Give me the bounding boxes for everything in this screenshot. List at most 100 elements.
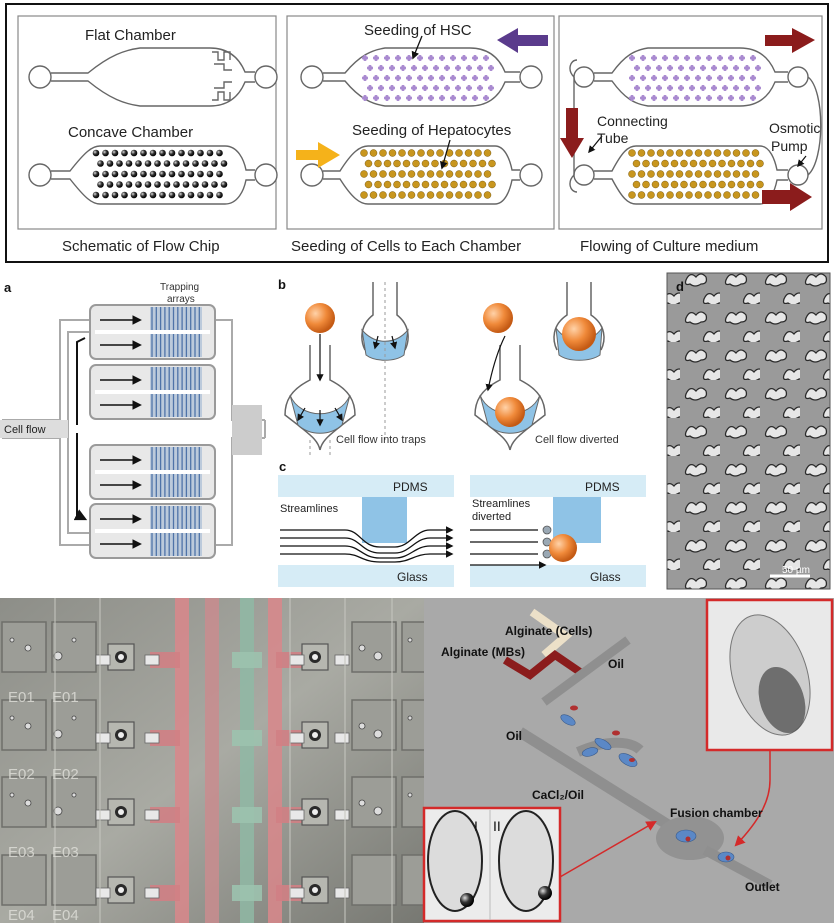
hsc-cell: [679, 85, 683, 91]
hepatocyte-cell: [388, 191, 397, 199]
hepatocyte-cell: [450, 159, 458, 168]
hsc-cell: [707, 75, 711, 81]
hepatocyte-cell: [431, 159, 439, 168]
hsc-cell: [701, 85, 705, 91]
concave-well: [216, 149, 223, 157]
hsc-cell: [707, 55, 711, 61]
hsc-cell: [729, 95, 733, 101]
panel-b-letter: b: [278, 277, 286, 292]
concave-well: [178, 170, 185, 178]
hsc-cell: [390, 65, 394, 71]
hsc-cell: [440, 75, 444, 81]
hsc-cell: [718, 75, 722, 81]
well-id-label: E04: [8, 907, 35, 923]
hsc-cell: [723, 65, 727, 71]
hepatocyte-cell: [632, 159, 641, 168]
hepatocyte-cell: [364, 180, 373, 189]
hsc-cell: [451, 95, 455, 101]
hepatocyte-cell: [732, 149, 741, 157]
hepatocyte-cell: [455, 149, 463, 157]
hepatocyte-cell: [488, 180, 496, 189]
hsc-cell: [663, 75, 667, 81]
hepatocyte-cell: [398, 191, 406, 199]
hsc-cell: [740, 95, 744, 101]
hepatocyte-cell: [440, 180, 449, 189]
connecting-label: Connecting: [597, 113, 668, 129]
pdms-label-left: PDMS: [393, 480, 428, 494]
hsc-cell: [407, 75, 411, 81]
hepatocyte-cell: [478, 180, 487, 189]
hepatocyte-cell: [675, 170, 684, 178]
hsc-cell: [663, 55, 667, 61]
hsc-cell: [751, 75, 755, 81]
hepatocyte-cell: [374, 159, 382, 168]
hepatocyte-cell: [704, 170, 712, 178]
concave-well: [211, 160, 218, 167]
cell-flow-traps-label: Cell flow into traps: [336, 434, 426, 446]
hsc-cell: [473, 75, 477, 81]
concave-well: [201, 181, 209, 188]
hsc-cell: [440, 95, 444, 101]
hsc-cell: [685, 55, 689, 61]
hsc-cell: [729, 75, 733, 81]
streamlines-label-left: Streamlines: [280, 503, 339, 515]
hepatocyte-cell: [670, 180, 679, 189]
hepatocyte-cell: [751, 149, 760, 157]
hepatocyte-cell: [737, 180, 745, 189]
hsc-cell: [674, 75, 678, 81]
concave-well: [140, 149, 147, 157]
hepatocyte-cell: [407, 191, 416, 199]
hepatocyte-cell: [666, 149, 674, 157]
hsc-cell: [745, 85, 749, 91]
concave-well: [144, 181, 152, 188]
hepatocyte-cell: [694, 149, 703, 157]
hepatocyte-cell: [723, 191, 731, 199]
hsc-cell: [740, 55, 744, 61]
inset-label-i: I: [474, 818, 478, 834]
hsc-cell: [484, 95, 488, 101]
hsc-cell: [418, 95, 422, 101]
hepatocyte-cell: [675, 191, 684, 199]
hsc-cell: [418, 75, 422, 81]
hepatocyte-cell: [742, 149, 750, 157]
hsc-cell: [385, 75, 389, 81]
concave-well: [154, 181, 161, 188]
hepatocyte-cell: [746, 180, 755, 189]
hepatocyte-cell: [483, 149, 492, 157]
hsc-cell: [390, 85, 394, 91]
concave-well: [192, 181, 199, 188]
hsc-cell: [473, 55, 477, 61]
hepatocyte-cell: [436, 170, 444, 178]
panel-b: b Cell: [278, 277, 619, 455]
hepatocyte-cell: [360, 191, 368, 199]
hsc-cell: [685, 95, 689, 101]
hepatocyte-cell: [628, 170, 636, 178]
concave-well: [159, 149, 166, 157]
hsc-cell: [652, 95, 656, 101]
hepatocyte-cell: [402, 180, 411, 189]
hsc-cell: [385, 95, 389, 101]
hepatocyte-cell: [685, 170, 693, 178]
hepatocyte-cell: [647, 149, 655, 157]
hsc-chamber: [300, 47, 543, 107]
hsc-cell: [690, 85, 694, 91]
alginate-mbs-label: Alginate (MBs): [441, 645, 525, 659]
trapping-label: Trapping: [160, 282, 199, 293]
hsc-cell: [401, 65, 405, 71]
scale-bar-label: 50 µm: [782, 565, 810, 576]
hepatocyte-cell: [393, 180, 401, 189]
hepatocyte-cell: [651, 159, 660, 168]
hepatocyte-cell: [455, 170, 463, 178]
concave-well: [92, 149, 100, 157]
hepatocyte-arrow-icon: [296, 142, 340, 168]
hsc-cell: [456, 85, 460, 91]
hsc-cell: [712, 65, 716, 71]
concave-well: [106, 181, 114, 188]
hepatocyte-cell: [474, 170, 482, 178]
concave-well: [187, 170, 195, 178]
seeding-hsc-label: Seeding of HSC: [364, 22, 472, 39]
concave-chamber-diagram: [28, 145, 278, 205]
hepatocyte-cell: [718, 159, 726, 168]
concave-well: [220, 181, 228, 188]
hepatocyte-cell: [732, 170, 741, 178]
